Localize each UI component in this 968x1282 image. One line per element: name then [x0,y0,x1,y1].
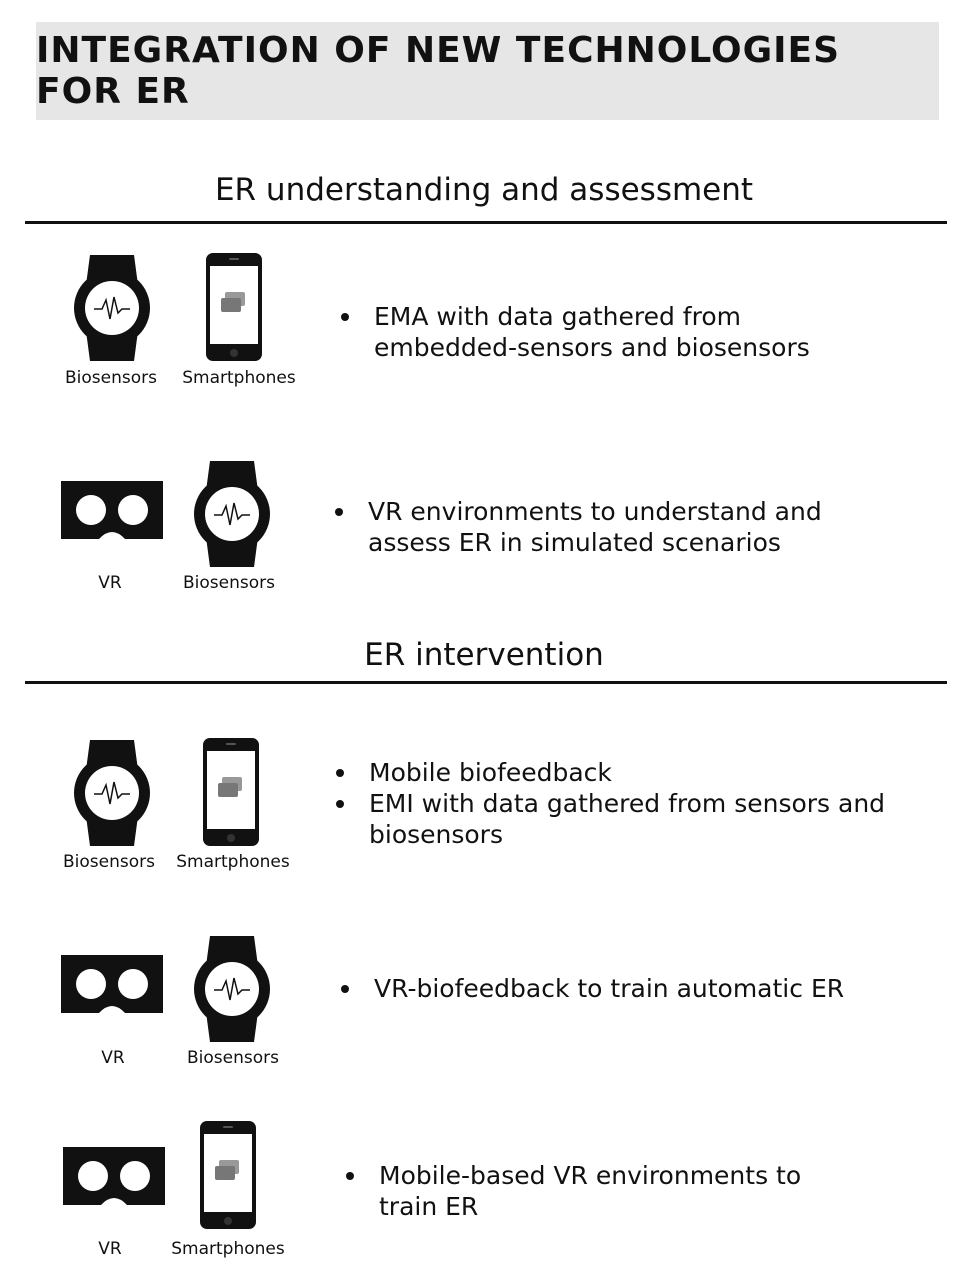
bullet-list: VR environments to understand and assess… [334,496,894,558]
section-divider [25,221,947,224]
icon-label: VR [98,1239,122,1259]
smartphone-icon [203,738,259,846]
watch-icon [194,461,270,567]
icon-label: Biosensors [187,1048,279,1068]
watch-icon [194,936,270,1042]
smartphone-icon [200,1121,256,1229]
section-divider [25,681,947,684]
bullet-list: Mobile biofeedback EMI with data gathere… [335,757,895,850]
watch-icon [74,740,150,846]
section-heading-assessment: ER understanding and assessment [214,172,754,208]
icon-label: Smartphones [182,368,296,388]
vr-headset-icon [63,1147,165,1205]
icon-label: Smartphones [176,852,290,872]
bullet-item: VR-biofeedback to train automatic ER [340,973,900,1004]
bullet-item: EMI with data gathered from sensors and … [335,788,895,850]
watch-icon [74,255,150,361]
bullet-item: EMA with data gathered from embedded-sen… [340,301,880,363]
icon-label: VR [98,573,122,593]
smartphone-icon [206,253,262,361]
vr-headset-icon [61,481,163,539]
icon-label: Smartphones [171,1239,285,1259]
section-heading-intervention: ER intervention [364,637,604,673]
page-title: INTEGRATION OF NEW TECHNOLOGIES FOR ER [36,30,841,112]
bullet-item: Mobile biofeedback [335,757,895,788]
title-banner: INTEGRATION OF NEW TECHNOLOGIES FOR ER [36,22,939,120]
bullet-item: Mobile-based VR environments to train ER [345,1160,865,1222]
vr-headset-icon [61,955,163,1013]
bullet-item: VR environments to understand and assess… [334,496,894,558]
icon-label: Biosensors [183,573,275,593]
bullet-list: EMA with data gathered from embedded-sen… [340,301,880,363]
icon-label: VR [101,1048,125,1068]
icon-label: Biosensors [65,368,157,388]
bullet-list: VR-biofeedback to train automatic ER [340,973,900,1004]
bullet-list: Mobile-based VR environments to train ER [345,1160,865,1222]
icon-label: Biosensors [63,852,155,872]
